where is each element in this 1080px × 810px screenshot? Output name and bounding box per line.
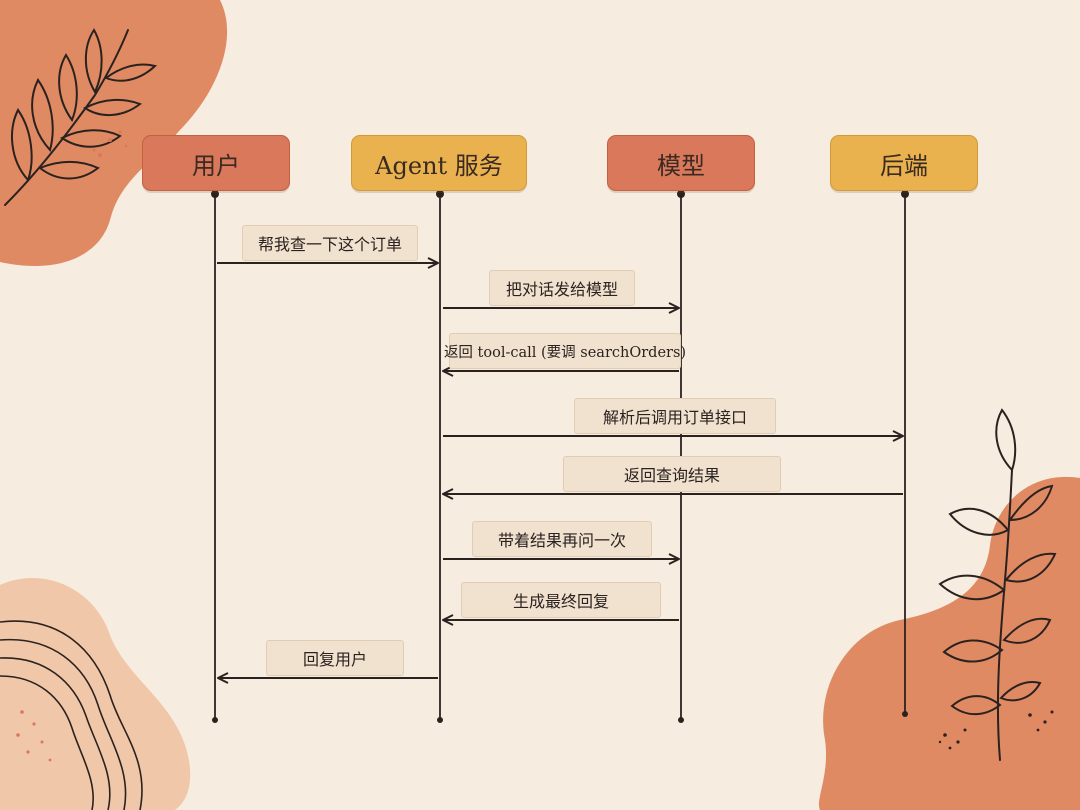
lifeline-user-bottom-dot [212, 717, 218, 723]
message-label-m3: 返回 tool-call (要调 searchOrders) [444, 333, 686, 369]
message-label-m2: 把对话发给模型 [489, 270, 635, 306]
message-label-m4: 解析后调用订单接口 [574, 398, 776, 434]
participant-user: 用户 [142, 135, 290, 191]
message-label-m6: 带着结果再问一次 [472, 521, 652, 557]
message-label-m7: 生成最终回复 [461, 582, 661, 618]
lifeline-agent-top-dot [436, 190, 444, 198]
message-label-m1: 帮我查一下这个订单 [242, 225, 418, 261]
participant-agent: Agent 服务 [351, 135, 527, 191]
lifeline-backend-top-dot [901, 190, 909, 198]
dots-bottom-left [16, 710, 52, 762]
dots-top-left [92, 130, 128, 157]
dots-bottom-right [938, 710, 1054, 750]
lifeline-agent-bottom-dot [437, 717, 443, 723]
leaf-branch-top-left-icon [4, 28, 158, 206]
blob-bottom-right [818, 476, 1080, 810]
participant-model: 模型 [607, 135, 755, 191]
waves-bottom-left [0, 620, 143, 810]
leaf-plant-bottom-right-icon [938, 408, 1057, 761]
message-label-m8: 回复用户 [266, 640, 404, 676]
blob-bottom-left [0, 578, 191, 810]
message-label-m5: 返回查询结果 [563, 456, 781, 492]
lifeline-model-bottom-dot [678, 717, 684, 723]
participant-backend: 后端 [830, 135, 978, 191]
lifeline-user-top-dot [211, 190, 219, 198]
lifeline-backend-bottom-dot [902, 711, 908, 717]
lifeline-model-top-dot [677, 190, 685, 198]
